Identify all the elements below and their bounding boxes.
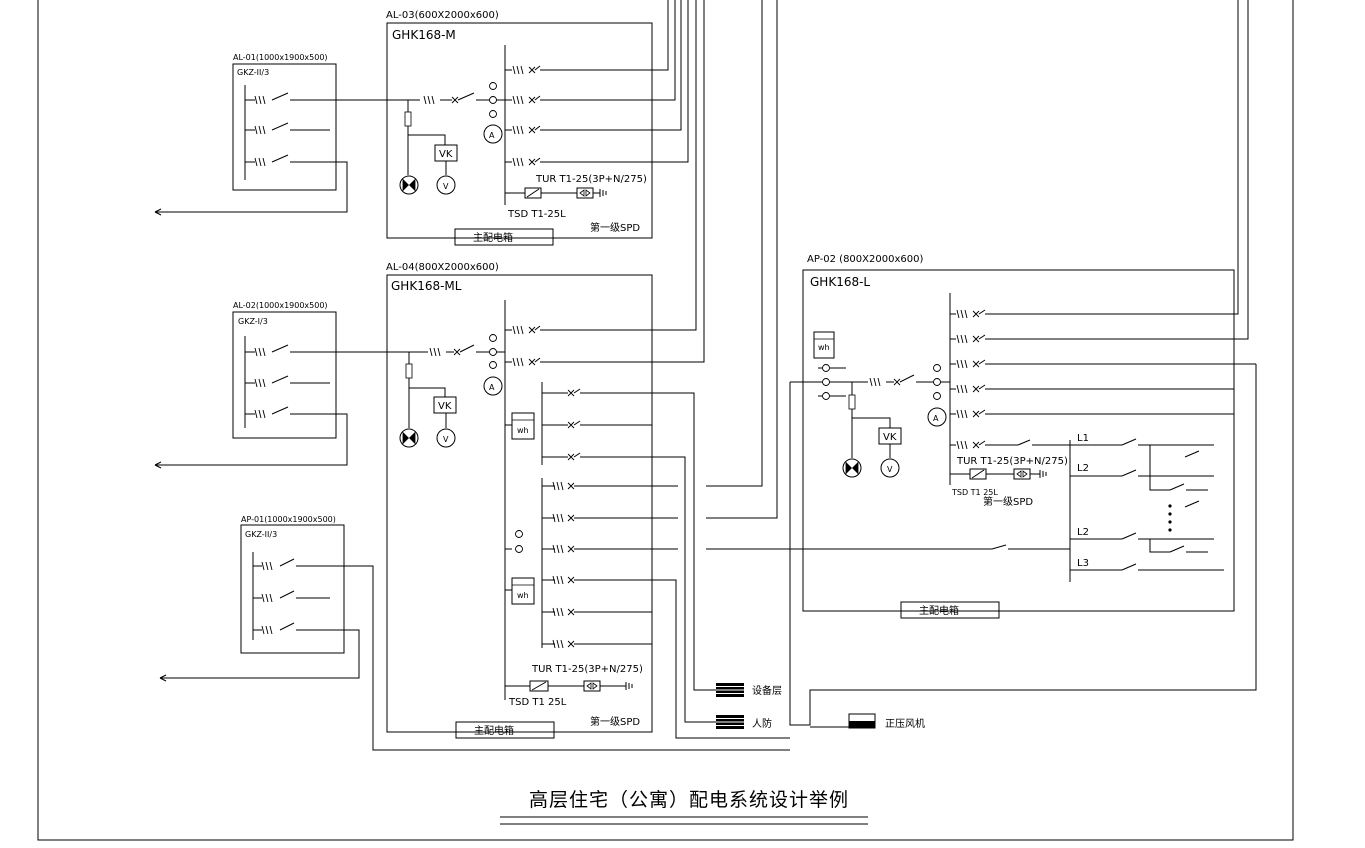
al04-vk-label: VK	[438, 401, 452, 412]
panel-al01: AL-01(1000x1900x500) GKZ-II/3	[154, 53, 410, 216]
line-l2b: L2	[1077, 527, 1089, 538]
ap02-meter: wh	[818, 343, 830, 352]
panel-ap01-model: GKZ-II/3	[245, 530, 277, 539]
page-title: 高层住宅（公寓）配电系统设计举例	[529, 789, 849, 811]
al03-spd-tsd: TSD T1-25L	[507, 209, 566, 220]
al04-box-label: 主配电箱	[474, 724, 514, 737]
loads: 设备层 人防 正压风机	[715, 682, 925, 730]
load-equipment-floor: 设备层	[752, 684, 782, 697]
panel-ap01-spec: AP-01(1000x1900x500)	[241, 515, 336, 524]
al04-spd-tsd: TSD T1 25L	[508, 697, 567, 708]
al03-box-label: 主配电箱	[473, 231, 513, 244]
line-l2: L2	[1077, 463, 1089, 474]
panel-al02-spec: AL-02(1000x1900x500)	[233, 301, 328, 310]
panel-al03: AL-03(600X2000x600) GHK168-M VK V A	[386, 0, 689, 246]
panel-ap02-spec: AP-02 (800X2000x600)	[807, 254, 923, 265]
ap02-voltmeter: V	[887, 465, 893, 474]
ap02-spd-label: 第一级SPD	[983, 495, 1033, 508]
panel-al02: AL-02(1000x1900x500) GKZ-I/3	[154, 301, 420, 469]
panel-al01-model: GKZ-II/3	[237, 68, 269, 77]
load-civil-defense: 人防	[752, 717, 772, 730]
ap02-vk-label: VK	[883, 432, 897, 443]
al03-spd-tur: TUR T1-25(3P+N/275)	[535, 174, 647, 185]
panel-ap01: AP-01(1000x1900x500) GKZ-II/3	[159, 515, 790, 751]
al03-vk-label: VK	[439, 149, 453, 160]
load-pressure-fan: 正压风机	[885, 717, 925, 730]
al03-spd-label: 第一级SPD	[590, 221, 640, 234]
ap02-spd-tsd: TSD T1 25L	[951, 488, 998, 497]
al04-meter-2: wh	[517, 591, 529, 600]
panel-al04-spec: AL-04(800X2000x600)	[386, 262, 499, 273]
ap02-box-label: 主配电箱	[919, 604, 959, 617]
al03-ammeter: A	[489, 131, 495, 140]
line-l3: L3	[1077, 558, 1089, 569]
ap02-spd-tur: TUR T1-25(3P+N/275)	[956, 456, 1068, 467]
al04-spd-tur: TUR T1-25(3P+N/275)	[531, 664, 643, 675]
al04-voltmeter: V	[443, 435, 449, 444]
panel-ap02: AP-02 (800X2000x600) GHK168-L wh VK V A	[789, 0, 1257, 726]
panel-al01-spec: AL-01(1000x1900x500)	[233, 53, 328, 62]
ap02-ammeter: A	[933, 414, 939, 423]
panel-ap02-model: GHK168-L	[810, 275, 870, 289]
al04-spd-label: 第一级SPD	[590, 715, 640, 728]
al04-ammeter: A	[489, 383, 495, 392]
al04-meter-1: wh	[517, 426, 529, 435]
line-l1: L1	[1077, 433, 1089, 444]
panel-al03-model: GHK168-M	[392, 28, 456, 42]
panel-al04-model: GHK168-ML	[391, 279, 462, 293]
drawing-frame	[37, 0, 1294, 841]
al03-voltmeter: V	[443, 182, 449, 191]
panel-al03-spec: AL-03(600X2000x600)	[386, 10, 499, 21]
panel-al02-model: GKZ-I/3	[238, 317, 268, 326]
diagram-title: 高层住宅（公寓）配电系统设计举例	[500, 789, 868, 825]
risers	[706, 0, 790, 550]
panel-al04: AL-04(800X2000x600) GHK168-ML VK V A	[386, 0, 790, 739]
